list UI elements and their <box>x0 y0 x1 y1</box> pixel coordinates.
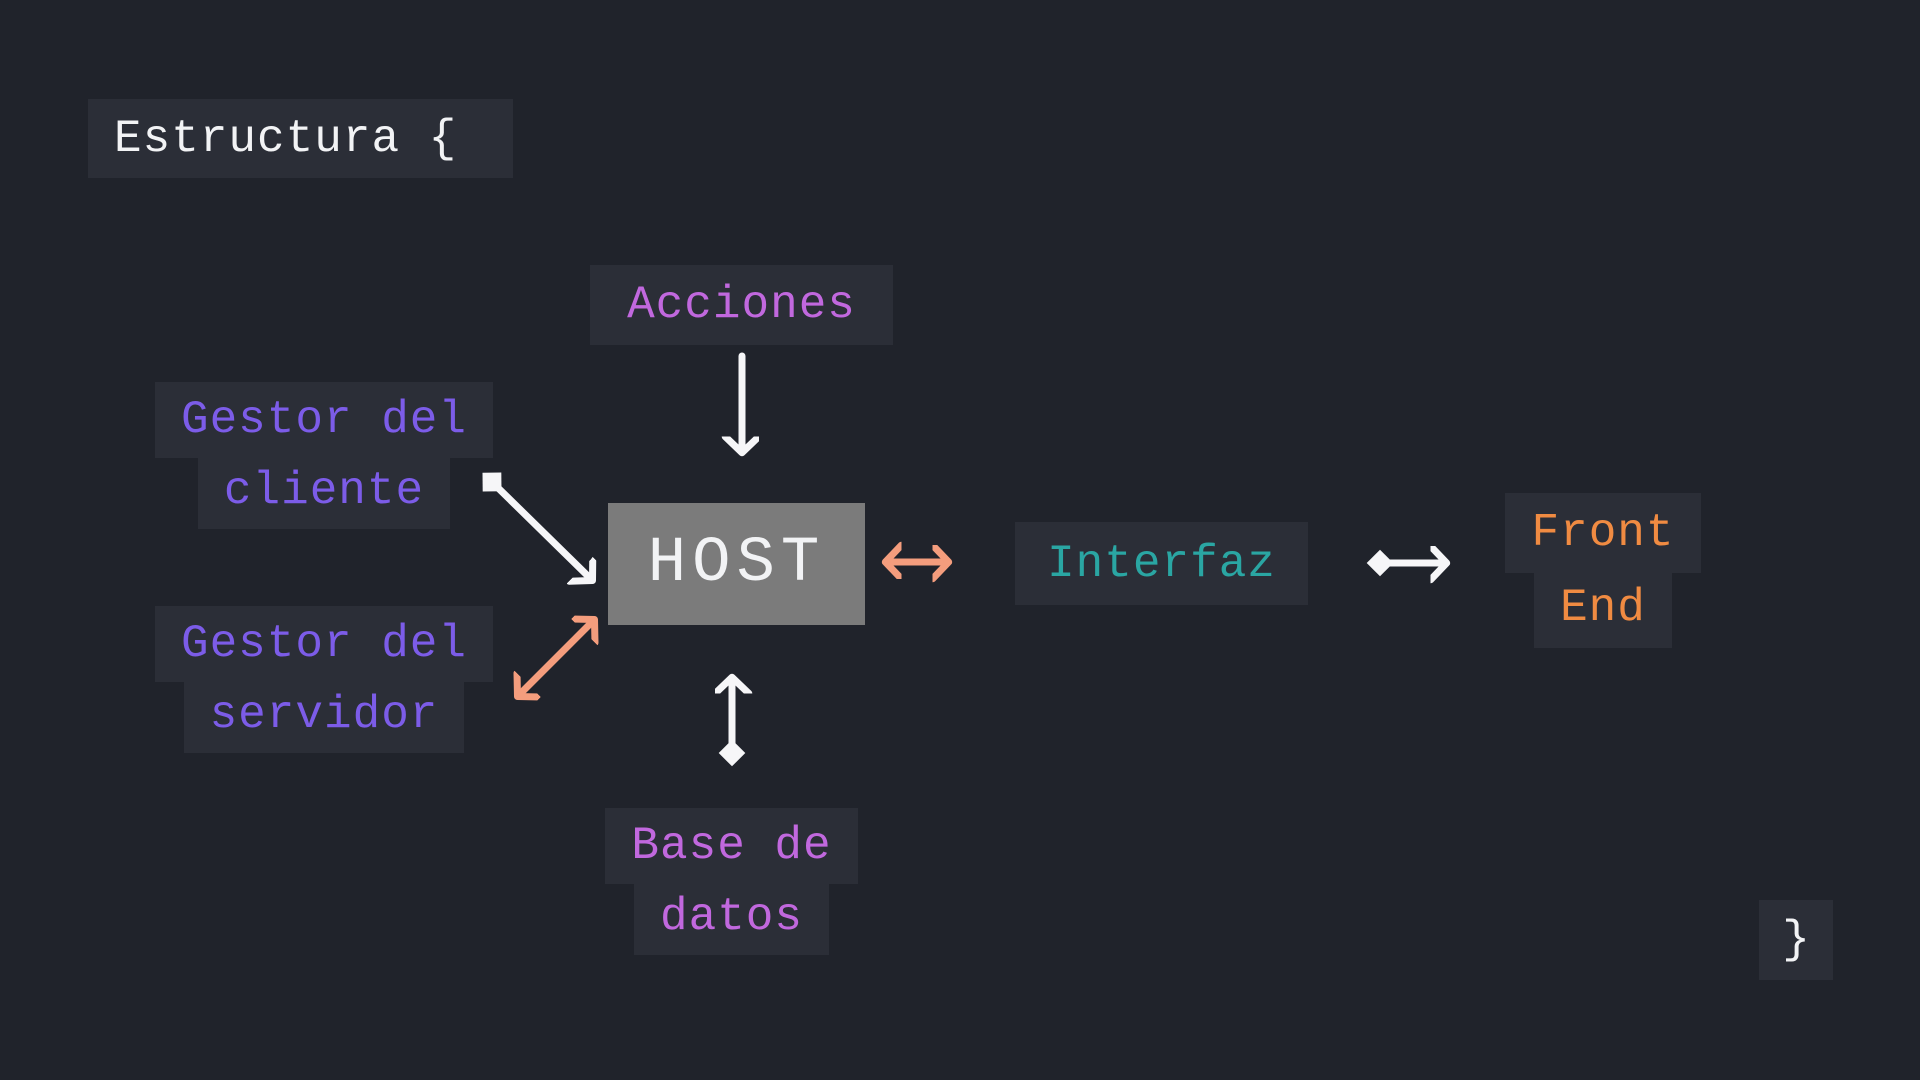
node-front-end: Front End <box>1493 493 1713 648</box>
diagram-title: Estructura { <box>88 99 513 178</box>
node-gestor-servidor-line1: Gestor del <box>154 606 494 682</box>
node-acciones-label: Acciones <box>627 279 856 331</box>
diagram-title-text: Estructura { <box>114 112 458 165</box>
node-gestor-servidor: Gestor del servidor <box>143 606 505 753</box>
edge-gestor-cliente-host <box>492 482 592 580</box>
node-base-datos-line1: Base de <box>605 808 858 884</box>
node-host: HOST <box>608 503 865 625</box>
closing-brace-text: } <box>1782 914 1810 966</box>
edge-gestor-servidor-host <box>518 620 594 696</box>
node-gestor-servidor-line2: servidor <box>183 677 465 753</box>
node-front-end-line2: End <box>1534 568 1672 648</box>
node-gestor-cliente-line1: Gestor del <box>154 382 494 458</box>
node-base-datos-line2: datos <box>633 879 830 955</box>
closing-brace: } <box>1759 900 1833 980</box>
node-front-end-line1: Front <box>1505 493 1701 573</box>
node-interfaz-label: Interfaz <box>1047 537 1276 590</box>
node-host-label: HOST <box>647 528 826 600</box>
node-gestor-cliente: Gestor del cliente <box>143 382 505 529</box>
node-acciones: Acciones <box>590 265 893 345</box>
node-base-datos: Base de datos <box>598 808 865 955</box>
node-interfaz: Interfaz <box>1015 522 1308 605</box>
node-gestor-cliente-line2: cliente <box>197 453 451 529</box>
